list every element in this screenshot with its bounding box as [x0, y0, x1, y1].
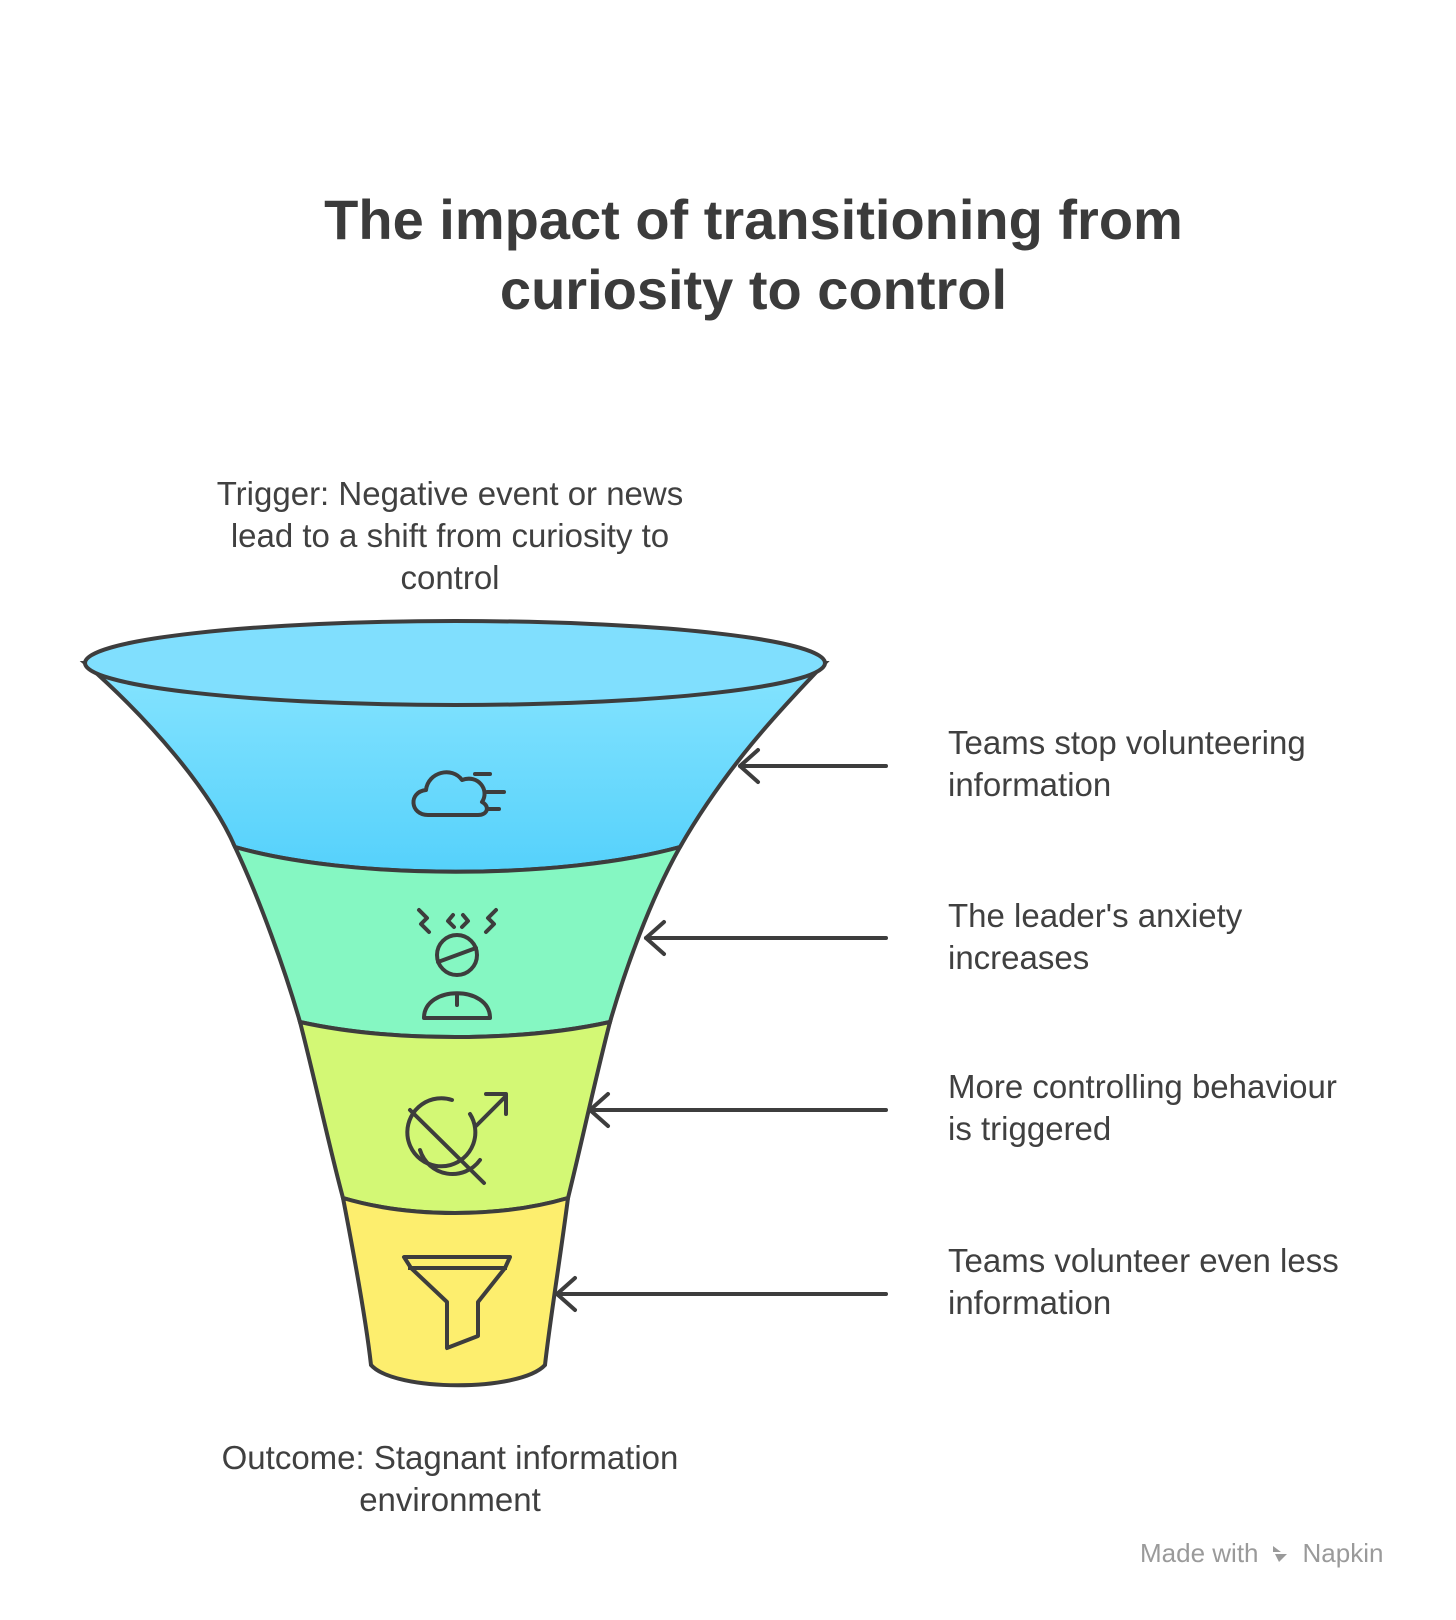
step-3-line-1: More controlling behaviour	[948, 1068, 1337, 1105]
napkin-brand-text: Napkin	[1302, 1538, 1384, 1568]
cloud-wind-icon	[411, 770, 506, 817]
outcome-label: Outcome: Stagnant information environmen…	[180, 1437, 720, 1521]
step-label-3: More controlling behaviour is triggered	[948, 1066, 1428, 1150]
napkin-footer[interactable]: Made with Napkin	[1140, 1538, 1383, 1569]
diagram-title: The impact of transitioning from curiosi…	[0, 185, 1456, 325]
arrow-step-3	[588, 1092, 888, 1128]
napkin-logo-icon	[1272, 1545, 1287, 1562]
funnel-section-2	[231, 843, 685, 1039]
step-label-1: Teams stop volunteering information	[948, 722, 1428, 806]
trigger-line-2: lead to a shift from curiosity to	[230, 517, 670, 554]
arrow-step-1	[738, 748, 888, 784]
funnel-rim	[83, 619, 827, 707]
title-line-2: curiosity to control	[499, 258, 1008, 321]
step-label-4: Teams volunteer even less information	[948, 1240, 1428, 1324]
arrow-step-2	[644, 920, 888, 956]
step-4-line-1: Teams volunteer even less	[948, 1242, 1339, 1279]
step-1-line-1: Teams stop volunteering	[948, 724, 1306, 761]
step-4-line-2: information	[948, 1284, 1112, 1321]
step-label-2: The leader's anxiety increases	[948, 895, 1428, 979]
arrow-step-4	[555, 1276, 888, 1312]
step-3-line-2: is triggered	[948, 1110, 1112, 1147]
trigger-label: Trigger: Negative event or news lead to …	[180, 473, 720, 599]
outcome-line-1: Outcome: Stagnant information	[221, 1439, 679, 1476]
funnel-section-3	[297, 1019, 613, 1215]
outcome-line-2: environment	[359, 1481, 541, 1518]
funnel-icon	[402, 1255, 512, 1350]
arrows	[555, 748, 888, 1312]
funnel-section-4	[340, 1195, 571, 1388]
made-with-text: Made with	[1140, 1538, 1259, 1568]
trigger-line-3: control	[400, 559, 500, 596]
step-2-line-2: increases	[948, 939, 1090, 976]
title-line-1: The impact of transitioning from	[324, 188, 1183, 251]
controlling-symbol-icon	[405, 1092, 508, 1185]
step-2-line-1: The leader's anxiety	[948, 897, 1243, 934]
step-1-line-2: information	[948, 766, 1112, 803]
trigger-line-1: Trigger: Negative event or news	[216, 475, 684, 512]
stressed-person-icon	[417, 908, 498, 1020]
